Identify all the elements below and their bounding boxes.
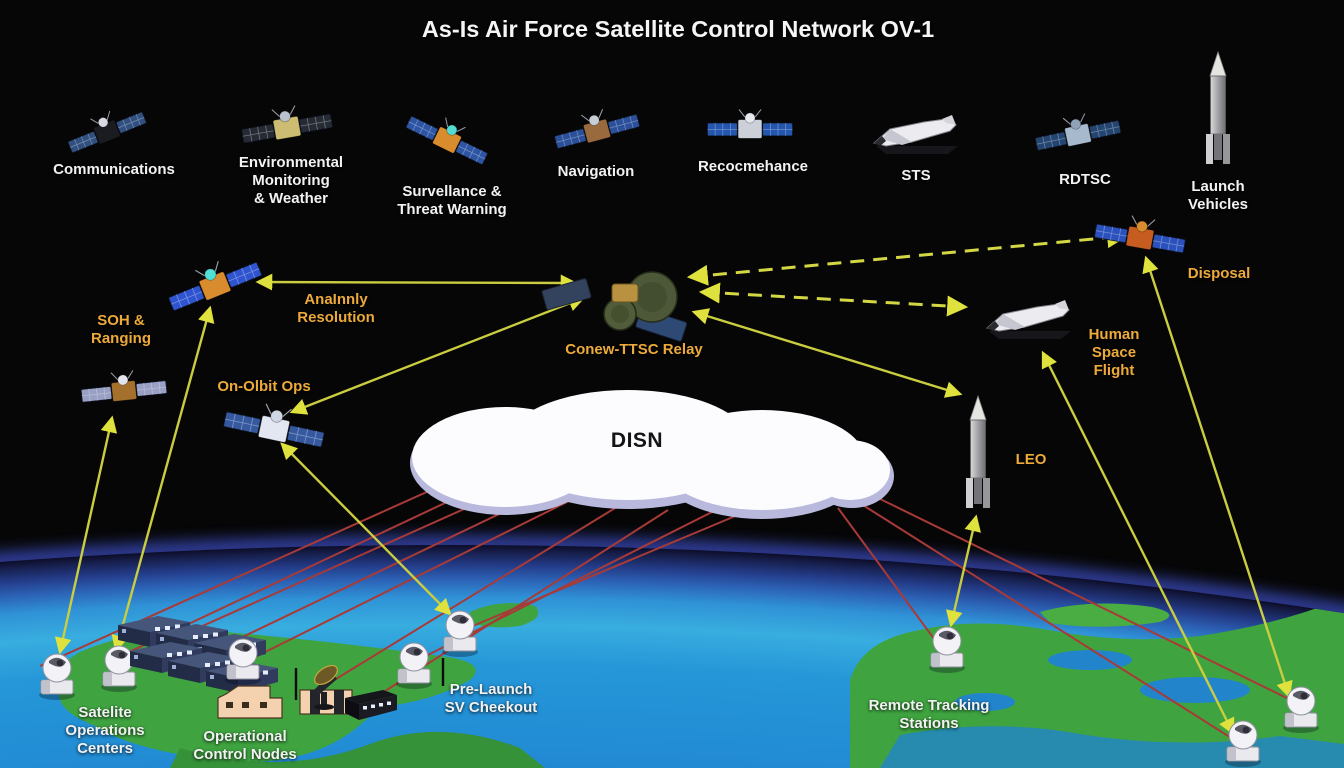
ground-icons <box>38 610 1320 768</box>
label-on-orbit-ops: On-Olbit Ops <box>217 378 311 395</box>
link-soc-anomaly <box>111 305 215 653</box>
red-link-disn-prelaunch-2 <box>455 511 746 634</box>
leo-rocket-icon <box>965 395 991 509</box>
link-leo-rts <box>946 514 981 628</box>
label-surveillance-threat-warning: Survellance & Threat Warning <box>397 183 507 218</box>
diagram-title: As-Is Air Force Satellite Control Networ… <box>421 16 935 42</box>
label-human-space-flight: Human Space Flight <box>1088 326 1140 379</box>
label-rdtsc: RDTSC <box>1059 171 1111 188</box>
surveillance-satellite-icon <box>404 103 495 168</box>
soh-ranging-satellite-icon <box>79 366 168 406</box>
communications-satellite-icon <box>62 99 148 156</box>
ocn-building-icon <box>217 685 283 719</box>
link-onorbit-prelaunch <box>280 442 452 616</box>
label-sts: STS <box>901 167 931 184</box>
disn-cloud <box>410 390 894 519</box>
link-relay-shuttle-dashed <box>698 282 969 317</box>
human-space-flight-shuttle-icon <box>986 299 1072 340</box>
label-operational-control-nodes: Operational Control Nodes <box>193 728 297 763</box>
link-soc-soh <box>54 415 118 655</box>
label-navigation: Navigation <box>557 163 635 180</box>
launch-vehicle-rocket-icon <box>1205 51 1231 165</box>
label-leo: LEO <box>1015 451 1047 468</box>
red-link-disn-rts-1 <box>837 507 941 648</box>
link-relay-disposal-dashed <box>686 227 1129 286</box>
label-soh-ranging: SOH & Ranging <box>91 312 151 347</box>
label-remote-tracking-stations: Remote Tracking Stations <box>868 697 990 732</box>
anomaly-resolution-satellite-icon <box>162 247 264 315</box>
link-anomaly-relay <box>255 273 578 292</box>
label-communications: Communications <box>53 161 175 178</box>
rdtsc-satellite-icon <box>1031 106 1123 154</box>
label-disn-cloud: DISN <box>610 429 664 452</box>
sts-shuttle-icon <box>873 114 959 155</box>
environmental-satellite-icon <box>238 99 334 147</box>
ocn-dish-antenna-icon <box>314 664 338 710</box>
disposal-satellite-icon <box>1093 209 1189 257</box>
navigation-satellite-icon <box>550 100 641 152</box>
label-relay: Conew-TTSC Relay <box>565 341 703 358</box>
link-relay-leo <box>691 308 963 398</box>
label-disposal: Disposal <box>1187 265 1251 282</box>
relay-satellite-icon <box>541 271 688 342</box>
red-link-disn-ocn-1 <box>317 504 621 691</box>
label-pre-launch-sv-checkout: Pre-Launch SV Cheekout <box>444 681 538 716</box>
ocn-dark-facility-icon <box>345 690 397 720</box>
label-environmental-monitoring: Environmental Monitoring & Weather <box>238 154 344 207</box>
reconnaissance-satellite-icon <box>706 108 794 139</box>
mission-icons <box>62 51 1231 168</box>
label-anomaly-resolution: AnaInnly Resolution <box>297 291 375 326</box>
link-onorbit-relay <box>289 295 586 415</box>
label-satellite-operations-centers: Satelite Operations Centers <box>65 704 145 757</box>
link-disposal-rts <box>1142 255 1293 699</box>
label-launch-vehicles: Launch Vehicles <box>1187 178 1249 213</box>
space-ops-icons <box>79 209 1189 509</box>
label-reconnaissance: Recocmehance <box>697 158 809 175</box>
yellow-links <box>54 227 1293 736</box>
